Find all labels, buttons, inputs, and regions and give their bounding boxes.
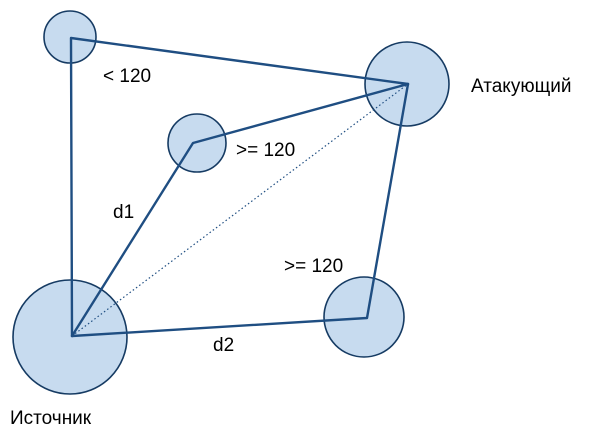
- label-d1: d1: [113, 202, 134, 223]
- label-ge120-middle: >= 120: [236, 140, 295, 161]
- edge-bottom-route: [70, 82, 410, 338]
- source-node: [12, 279, 128, 395]
- edge-middle-route: [70, 82, 410, 338]
- label-source: Источник: [10, 408, 92, 429]
- label-d2: d2: [213, 335, 234, 356]
- label-attacker: Атакующий: [471, 76, 571, 97]
- label-ge120-right: >= 120: [284, 256, 343, 277]
- label-lt120: < 120: [103, 66, 151, 87]
- edge-top-route: [69, 36, 410, 338]
